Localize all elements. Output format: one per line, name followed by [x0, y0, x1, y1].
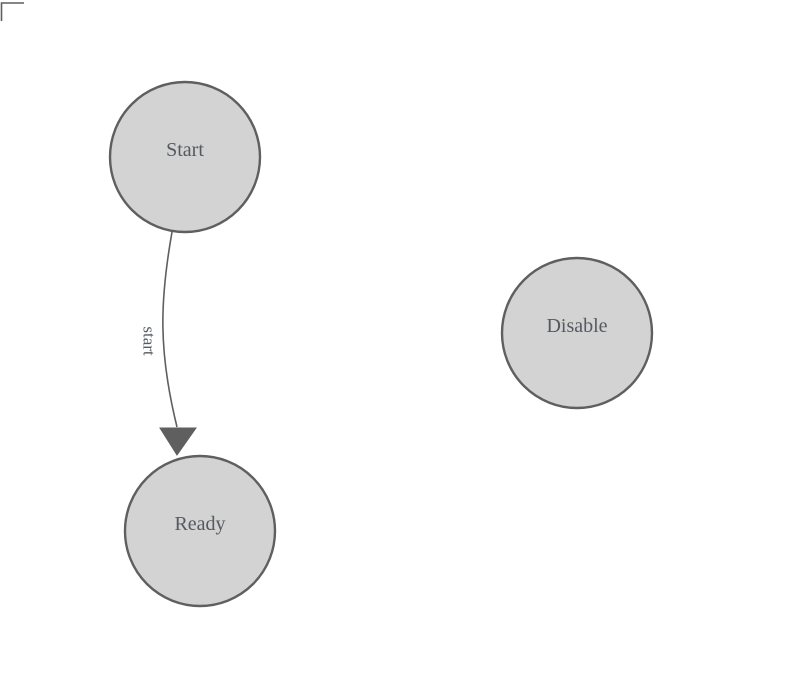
node-ready-label: Ready: [174, 513, 225, 535]
edge-line: [162, 231, 178, 428]
edge-start-to-ready[interactable]: start: [140, 231, 197, 456]
arrowhead-icon: [159, 427, 197, 456]
crop-corner-bracket-icon: [0, 2, 24, 21]
edge-label-start: start: [140, 326, 159, 356]
node-start-label: Start: [166, 139, 204, 161]
node-disable-label: Disable: [546, 315, 607, 337]
node-ready[interactable]: Ready: [123, 454, 277, 608]
node-disable-circle[interactable]: [500, 256, 654, 410]
node-start[interactable]: Start: [108, 80, 262, 234]
node-disable[interactable]: Disable: [500, 256, 654, 410]
node-ready-circle[interactable]: [123, 454, 277, 608]
node-start-circle[interactable]: [108, 80, 262, 234]
